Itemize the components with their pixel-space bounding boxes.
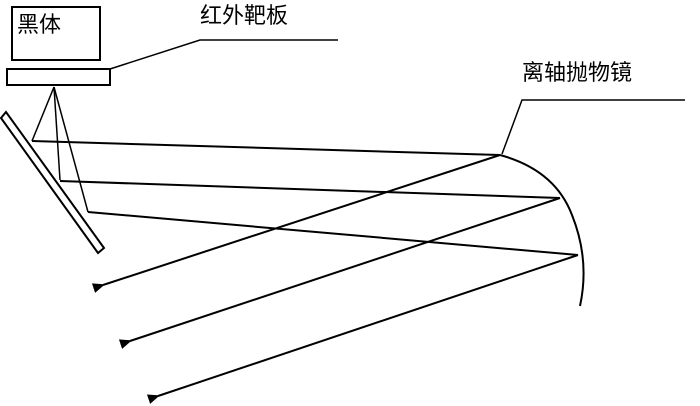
parabolic-mirror-label: 离轴抛物镜 (522, 61, 633, 86)
reflected-ray-2 (118, 197, 561, 349)
mirror-leader-line (501, 99, 685, 155)
reflected-ray-1 (91, 154, 501, 293)
blackbody-box (11, 6, 101, 61)
parabolic-mirror (499, 154, 585, 307)
beam-cone-left (31, 86, 55, 142)
target-plate (6, 68, 111, 86)
incident-ray-1 (31, 140, 501, 156)
beam-cone-right (53, 86, 89, 213)
beam-cone-center (53, 86, 61, 181)
target-plate-label: 红外靶板 (200, 4, 289, 29)
incident-ray-2 (59, 180, 561, 199)
incident-ray-3 (87, 211, 579, 256)
target-leader-line (109, 39, 338, 70)
reflected-ray-3 (146, 254, 579, 404)
fold-mirror (0, 110, 106, 255)
blackbody-label: 黑体 (17, 13, 62, 38)
